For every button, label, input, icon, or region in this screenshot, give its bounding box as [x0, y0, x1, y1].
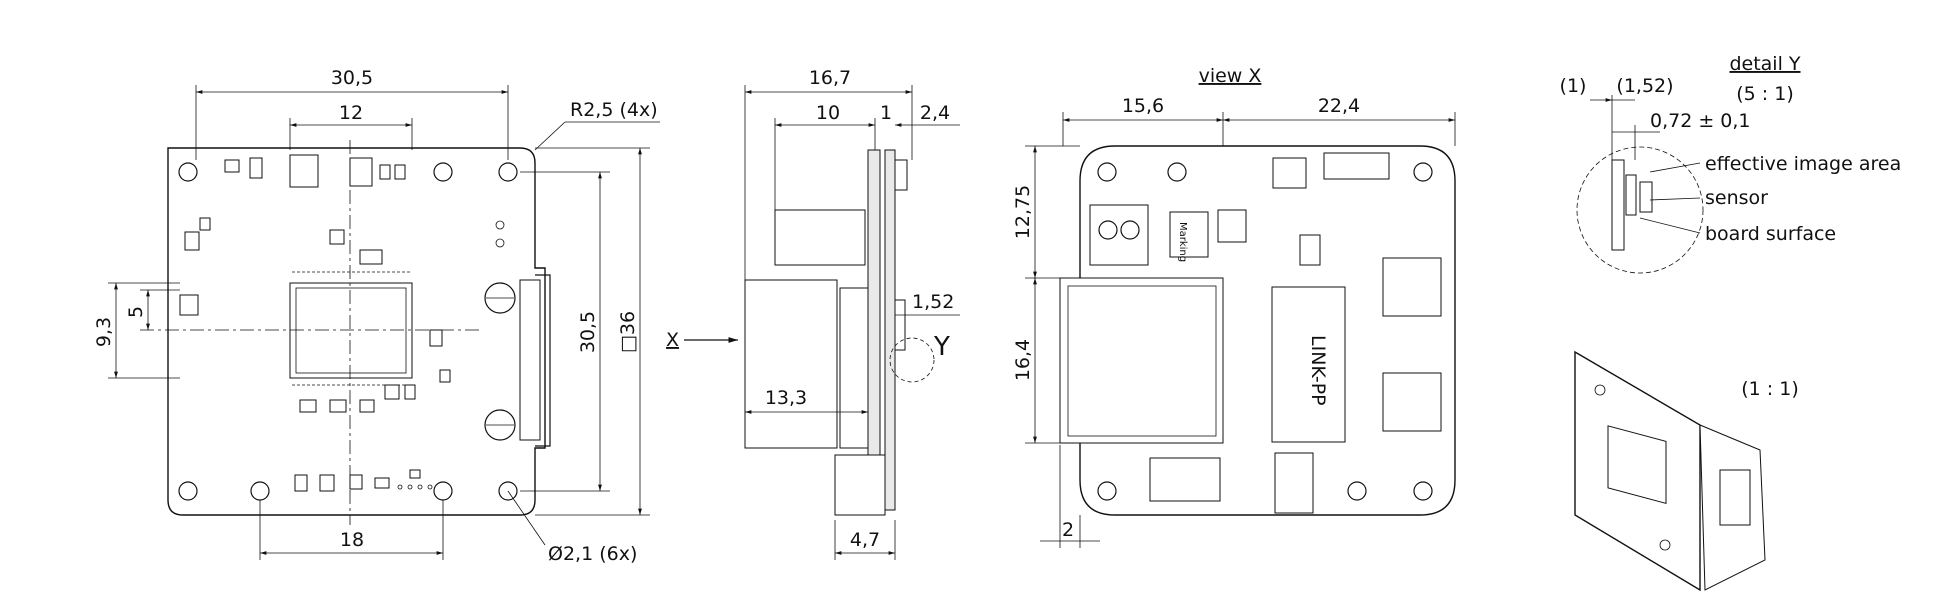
side-lens-housing [744, 279, 838, 449]
iso-view: (1 : 1) [1574, 350, 1799, 592]
front-bracket [535, 274, 551, 447]
side-view-arrow-label: X [666, 329, 679, 351]
view-x: view X Marking LINK-PP 15,6 [1012, 65, 1456, 548]
detail-dim-1: (1) [1560, 75, 1587, 97]
front-sensor [289, 282, 413, 379]
viewx-chip [1271, 286, 1346, 443]
side-board-2 [884, 149, 896, 511]
detail-y: detail Y (5 : 1) (1) (1,52) 0,72 ± 0,1 e… [1560, 53, 1901, 274]
viewx-dim-mid: 16,4 [1012, 339, 1034, 381]
front-components [179, 154, 451, 492]
front-radius-note: R2,5 (4x) [570, 99, 658, 121]
detail-label-sensor: sensor [1705, 187, 1768, 209]
side-detail-ref: Y [933, 332, 950, 362]
viewx-title: view X [1199, 65, 1262, 87]
side-dim-13-3: 13,3 [765, 387, 807, 409]
side-dim-10: 10 [816, 102, 840, 124]
front-dim-outline: □36 [617, 311, 639, 353]
front-dim-12: 12 [339, 102, 363, 124]
front-dim-5: 5 [125, 306, 147, 318]
side-dim-1: 1 [880, 102, 892, 124]
front-dim-18: 18 [340, 529, 364, 551]
detail-title: detail Y [1729, 53, 1800, 75]
viewx-dim-edge: 2 [1062, 519, 1074, 541]
detail-label-board: board surface [1705, 223, 1836, 245]
side-view: 16,7 10 1 2,4 1,52 13,3 4,7 X Y [666, 67, 960, 560]
viewx-terminal-block [1089, 204, 1149, 266]
viewx-logo-label: Marking [1177, 222, 1188, 262]
viewx-chip-label: LINK-PP [1307, 335, 1329, 406]
viewx-dim-left: 15,6 [1122, 95, 1164, 117]
viewx-dim-top: 12,75 [1012, 185, 1034, 239]
front-hole-note: Ø2,1 (6x) [548, 543, 637, 565]
front-screws [484, 220, 516, 441]
front-view: 30,5 12 R2,5 (4x) 9,3 5 30,5 □36 18 Ø2 [93, 67, 660, 565]
front-dim-hole-pitch: 30,5 [577, 311, 599, 353]
side-dim-2-4: 2,4 [920, 102, 950, 124]
detail-label-area: effective image area [1705, 153, 1901, 175]
iso-sensor [1607, 425, 1667, 505]
side-dim-1-52: 1,52 [912, 291, 954, 313]
front-dim-9-3: 9,3 [93, 317, 115, 347]
detail-scale: (5 : 1) [1736, 83, 1793, 105]
viewx-connector-block [1059, 277, 1224, 444]
detail-circle [1576, 146, 1704, 274]
detail-tolerance: 0,72 ± 0,1 [1650, 110, 1751, 132]
viewx-dim-right: 22,4 [1318, 95, 1360, 117]
side-dim-total: 16,7 [809, 67, 851, 89]
iso-scale: (1 : 1) [1741, 378, 1798, 400]
viewx-mounting-holes [1097, 162, 1433, 501]
detail-dim-1-52: (1,52) [1616, 75, 1673, 97]
side-dim-4-7: 4,7 [850, 529, 880, 551]
front-bracket-slot [519, 279, 541, 441]
front-dim-width: 30,5 [331, 67, 373, 89]
